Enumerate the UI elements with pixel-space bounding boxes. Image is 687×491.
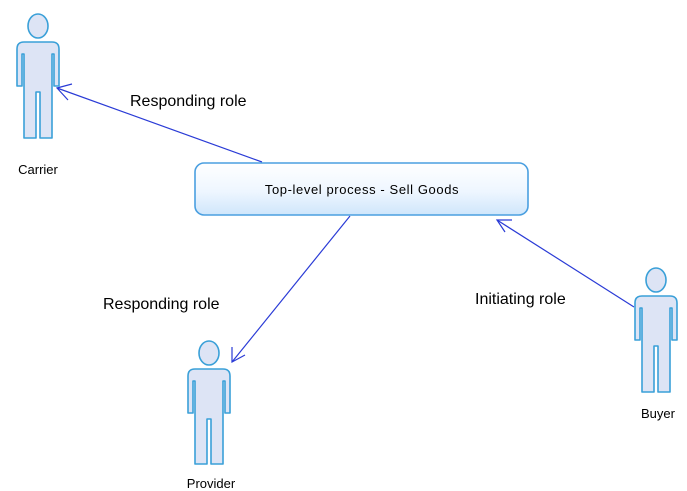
actor-name: Buyer: [641, 406, 676, 421]
actor-icon: [16, 13, 60, 139]
role-label-buyer: Initiating role: [475, 291, 566, 308]
actor-name: Provider: [187, 476, 236, 491]
association-buyer[interactable]: [495, 219, 635, 308]
role-label-carrier: Responding role: [130, 93, 247, 110]
association-carrier[interactable]: [55, 83, 263, 163]
actor-provider[interactable]: Provider: [187, 340, 236, 491]
actor-buyer[interactable]: Buyer: [634, 267, 678, 421]
role-label-provider: Responding role: [103, 296, 220, 313]
actor-icon: [187, 340, 231, 465]
actor-icon: [634, 267, 678, 393]
process-label: Top-level process - Sell Goods: [265, 182, 459, 197]
association-provider[interactable]: [231, 215, 351, 364]
actor-name: Carrier: [18, 162, 58, 177]
process-node[interactable]: Top-level process - Sell Goods: [194, 162, 529, 216]
actor-carrier[interactable]: Carrier: [16, 13, 60, 177]
